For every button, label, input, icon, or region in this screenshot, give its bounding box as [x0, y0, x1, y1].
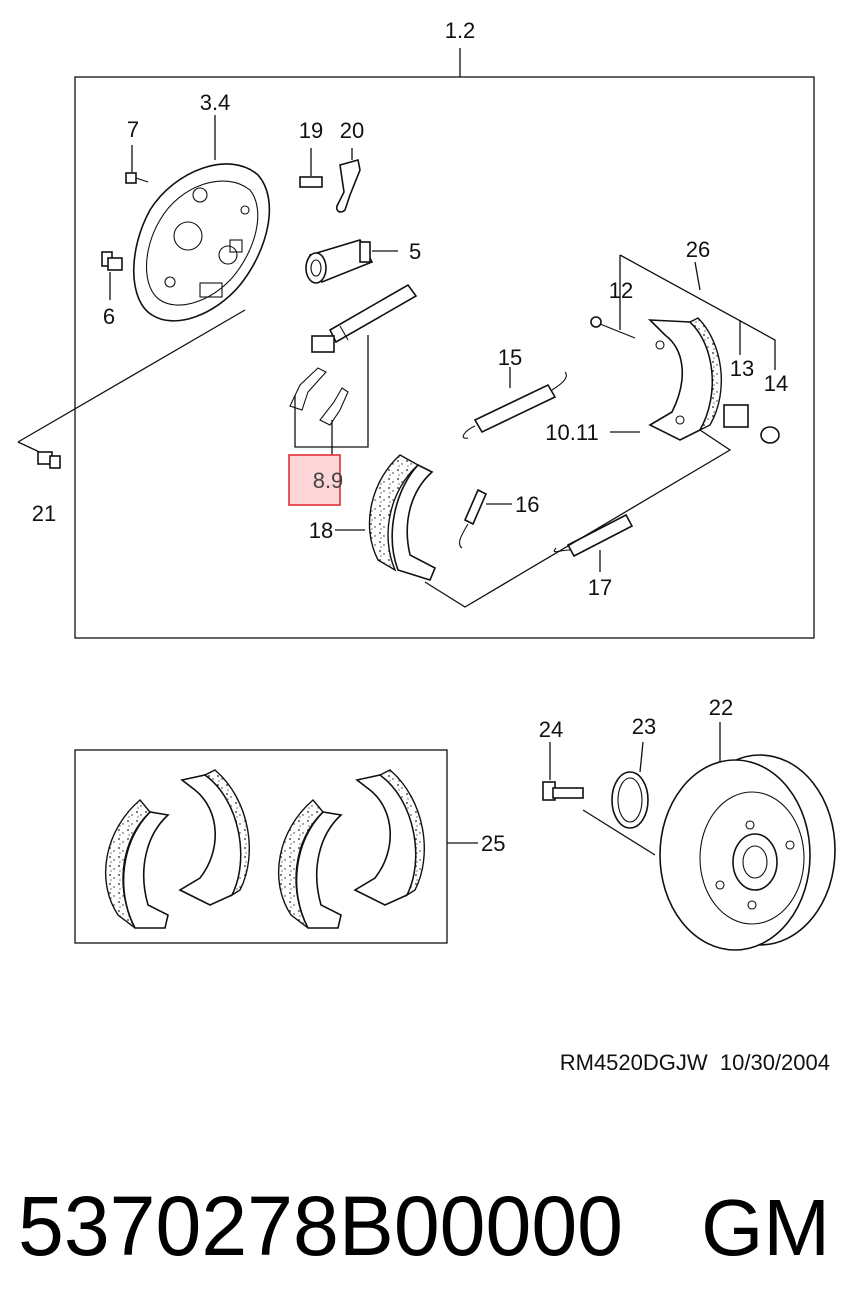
hold-down-spring-13: [723, 404, 749, 428]
label-19: 19: [299, 118, 323, 143]
brand-name: GM: [701, 1183, 830, 1272]
highlight-box-8-9: [288, 454, 341, 506]
fitting-20: [335, 148, 361, 213]
label-20: 20: [340, 118, 364, 143]
label-1-2: 1.2: [445, 18, 476, 43]
label-7: 7: [127, 117, 139, 142]
brake-shoe-10-11: [610, 317, 722, 441]
label-18: 18: [309, 518, 333, 543]
label-24: 24: [539, 717, 563, 742]
label-5: 5: [409, 239, 421, 264]
diagram-reference: RM4520DGJW 10/30/2004: [560, 1050, 830, 1075]
bolt-7: [125, 145, 149, 184]
label-22: 22: [709, 695, 733, 720]
leader-bracket-26: [619, 254, 776, 370]
wheel-cylinder-5: [305, 239, 398, 284]
label-26: 26: [686, 237, 710, 262]
retainer-cap-14: [760, 426, 780, 444]
brake-drum-22: [659, 722, 836, 951]
bleeder-screw-6: [101, 251, 123, 300]
label-23: 23: [632, 714, 656, 739]
label-21: 21: [32, 501, 56, 526]
adjuster-strut: [311, 283, 418, 353]
spring-17: [553, 513, 634, 572]
label-14: 14: [764, 371, 788, 396]
leader-shoe-set: [424, 429, 732, 608]
label-25: 25: [481, 831, 505, 856]
bleeder-19: [299, 148, 323, 188]
leader-21-connection: [17, 309, 246, 457]
drum-group: [542, 722, 836, 951]
wheel-bolt-24: [542, 742, 656, 856]
backing-plate: [132, 115, 271, 322]
shoe-set-group: [74, 749, 478, 944]
abs-ring-23: [611, 741, 649, 829]
label-8-9: 8.9: [313, 468, 344, 493]
shoe-set-frame: [74, 749, 448, 944]
label-17: 17: [588, 575, 612, 600]
hold-down-pin-12: [590, 300, 636, 339]
spring-15: [462, 367, 567, 439]
label-3-4: 3.4: [200, 90, 231, 115]
label-16: 16: [515, 492, 539, 517]
bolt-21: [37, 451, 61, 469]
label-6: 6: [103, 304, 115, 329]
label-10-11: 10.11: [545, 420, 598, 445]
main-assembly-group: [17, 48, 815, 639]
part-number: 5370278B00000: [18, 1179, 623, 1273]
leader-26: [694, 261, 701, 291]
label-15: 15: [498, 345, 522, 370]
label-13: 13: [730, 356, 754, 381]
spring-16: [459, 488, 512, 549]
adjuster-lever: [289, 367, 349, 426]
label-12: 12: [609, 278, 633, 303]
main-assembly-frame: [74, 76, 815, 639]
brake-shoe-18: [335, 454, 437, 581]
